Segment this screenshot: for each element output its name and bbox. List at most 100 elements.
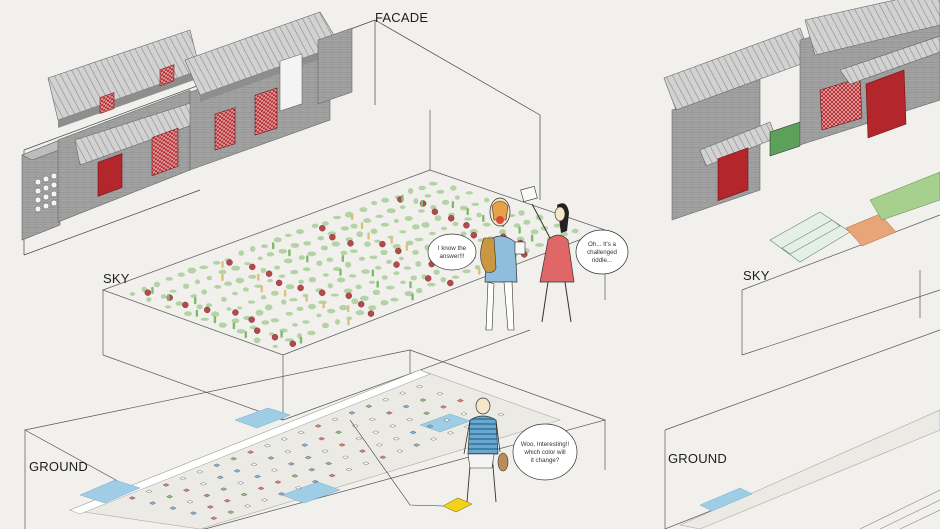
tile-icon <box>179 476 187 481</box>
leaf <box>322 322 329 329</box>
leaf <box>247 300 256 304</box>
leaf <box>399 230 407 234</box>
leaf <box>206 275 213 281</box>
leaf <box>571 228 579 234</box>
bottle-icon <box>221 274 224 281</box>
tile-icon <box>220 487 228 491</box>
leaf <box>359 207 368 213</box>
lantern-icon <box>358 301 365 308</box>
leaf <box>199 265 209 270</box>
leaf <box>553 223 561 228</box>
tile-icon <box>247 450 254 454</box>
tile-icon <box>267 456 275 460</box>
tile-icon <box>328 473 336 478</box>
ground-layer-left <box>24 349 607 529</box>
leaf <box>380 222 390 227</box>
leaf <box>363 218 372 223</box>
leaf <box>452 221 459 227</box>
leaf <box>190 294 198 298</box>
leaf <box>375 214 384 218</box>
tile-icon <box>392 436 400 441</box>
leaf <box>416 287 423 294</box>
lanterns <box>144 196 528 347</box>
bottle-icon <box>390 236 393 244</box>
tile-icon <box>314 424 322 428</box>
leaf <box>337 277 346 283</box>
leaf <box>224 281 233 286</box>
leaf <box>459 205 468 211</box>
leaf <box>535 243 544 247</box>
bottle-icon <box>360 222 364 230</box>
leaf <box>283 258 293 264</box>
tile-icon <box>223 499 231 503</box>
tile-icon <box>213 463 221 467</box>
tile-icon <box>284 449 292 454</box>
leaf <box>392 243 401 250</box>
leaf <box>218 269 227 275</box>
leaf <box>264 304 273 311</box>
tile-icon <box>149 501 157 505</box>
tile-icon <box>261 498 268 502</box>
woman-figure <box>520 186 575 323</box>
facade-layer-left <box>21 11 541 256</box>
lantern-icon <box>254 327 261 334</box>
leaf <box>272 344 278 348</box>
bottle-icon <box>306 255 309 263</box>
leaf <box>296 229 304 235</box>
tile-icon <box>304 455 312 460</box>
bottles <box>151 194 558 344</box>
tile-icon <box>372 430 380 434</box>
leaf <box>361 269 370 274</box>
leaf <box>244 262 251 266</box>
leaf <box>322 221 329 226</box>
bottle-icon <box>299 336 303 344</box>
leaf <box>380 249 388 256</box>
tile-icon <box>440 405 447 409</box>
leaf <box>429 231 436 236</box>
leaf <box>358 256 365 261</box>
leaf <box>333 215 341 220</box>
leaf <box>260 267 267 273</box>
facade-label: FACADE <box>375 10 429 25</box>
leaf <box>410 275 417 281</box>
leaf <box>273 237 282 243</box>
leaf <box>370 228 378 235</box>
tile-icon <box>325 461 333 466</box>
lantern-icon <box>319 224 326 232</box>
bottle-icon <box>213 316 217 324</box>
leaf <box>266 252 275 257</box>
leaf <box>359 295 369 301</box>
tile-icon <box>338 443 346 447</box>
leaf <box>462 269 471 274</box>
leaf <box>175 301 183 306</box>
leaf <box>454 195 460 200</box>
tile-icon <box>416 384 423 389</box>
tile-icon <box>368 417 376 422</box>
bottle-icon <box>194 297 197 305</box>
leaf <box>404 291 414 297</box>
leaf <box>289 298 298 302</box>
bottle-icon <box>339 268 342 276</box>
leaf <box>407 188 414 194</box>
tile-icon <box>355 436 363 441</box>
bottle-icon <box>405 243 408 251</box>
leaf <box>499 229 507 235</box>
ground-label-right: GROUND <box>668 451 727 466</box>
tile-icon <box>237 481 245 485</box>
leaf <box>317 236 325 241</box>
leaf <box>257 256 263 261</box>
leaf <box>153 281 160 288</box>
leaf <box>381 197 390 203</box>
leaf <box>311 223 319 228</box>
leaf <box>393 271 400 276</box>
bubble-woman-line-3: riddle... <box>592 257 613 264</box>
leaf <box>261 244 268 249</box>
lantern-icon <box>271 334 279 341</box>
leaf <box>375 265 382 270</box>
leaf <box>372 289 381 295</box>
leaf <box>364 241 371 247</box>
leaf <box>231 265 241 271</box>
leaf <box>281 299 287 305</box>
leaf <box>292 323 299 327</box>
leaf <box>231 318 240 324</box>
